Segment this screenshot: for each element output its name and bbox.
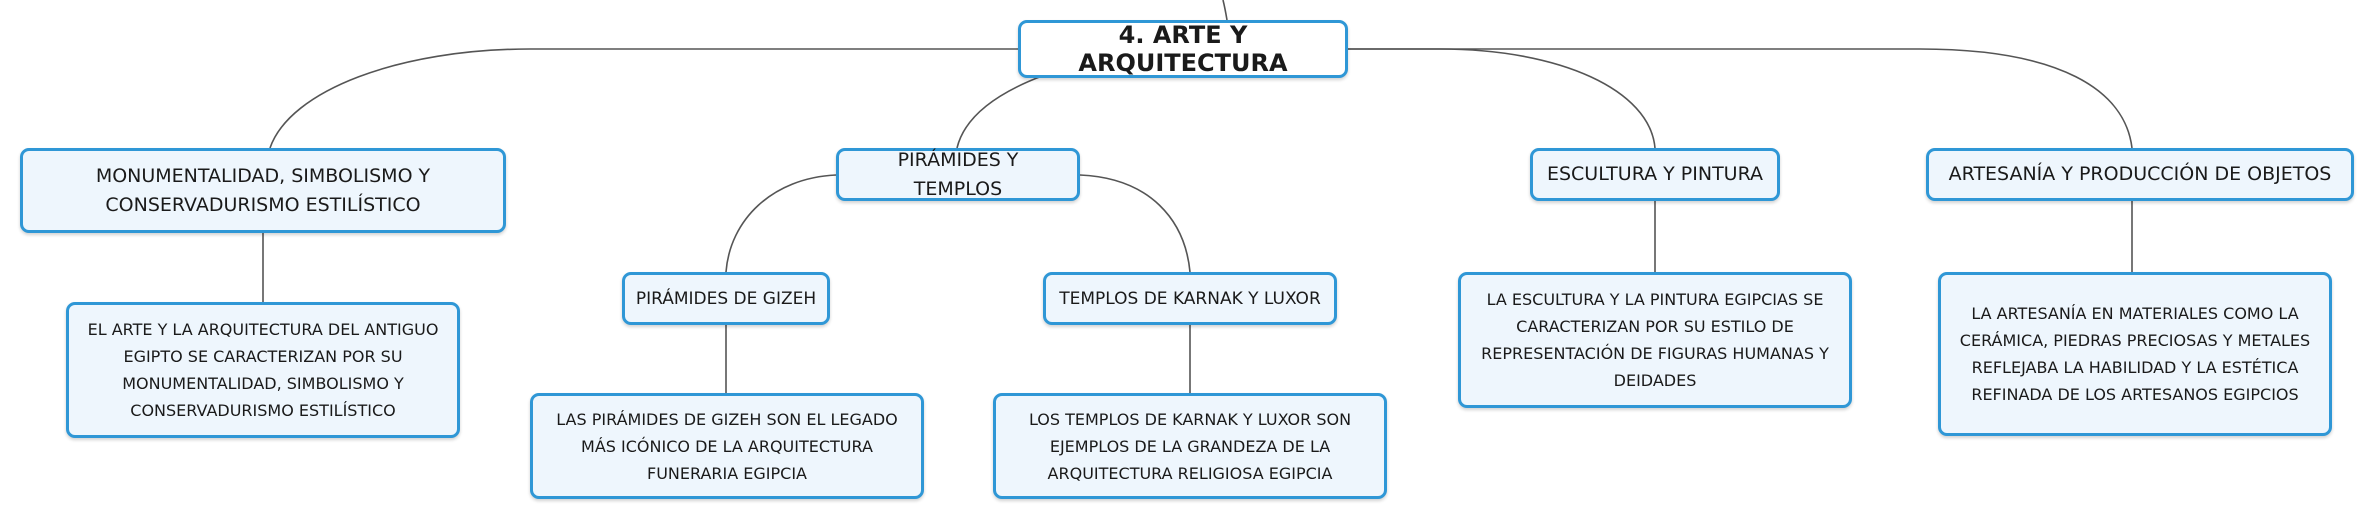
subtopic-piramides-gizeh-label: PIRÁMIDES DE GIZEH [635, 288, 817, 309]
connector-piramides-gizeh [725, 174, 837, 273]
subtopic-templos-karnak-label: TEMPLOS DE KARNAK Y LUXOR [1059, 288, 1321, 309]
connector-piramides-karnak [1079, 174, 1191, 273]
subtopic-templos-karnak[interactable]: TEMPLOS DE KARNAK Y LUXOR [1043, 272, 1337, 325]
detail-piramides-gizeh[interactable]: LAS PIRÁMIDES DE GIZEH SON EL LEGADO MÁS… [530, 393, 924, 499]
detail-escultura-pintura[interactable]: LA ESCULTURA Y LA PINTURA EGIPCIAS SE CA… [1458, 272, 1852, 408]
connector-root-monumentalidad [269, 48, 1023, 149]
detail-artesania-text: LA ARTESANÍA EN MATERIALES COMO LA CERÁM… [1959, 304, 2311, 404]
topic-escultura-pintura[interactable]: ESCULTURA Y PINTURA [1530, 148, 1780, 201]
detail-monumentalidad-text: EL ARTE Y LA ARQUITECTURA DEL ANTIGUO EG… [87, 320, 439, 420]
connector-root-top [1222, 0, 1228, 21]
connector-root-piramides [956, 75, 1043, 149]
detail-templos-karnak[interactable]: LOS TEMPLOS DE KARNAK Y LUXOR SON EJEMPL… [993, 393, 1387, 499]
topic-escultura-pintura-label: ESCULTURA Y PINTURA [1546, 163, 1764, 185]
connector-root-escultura [1343, 48, 1656, 149]
root-topic-label: 4. ARTE Y ARQUITECTURA [1078, 21, 1288, 77]
topic-monumentalidad[interactable]: MONUMENTALIDAD, SIMBOLISMO Y CONSERVADUR… [20, 148, 506, 233]
topic-artesania[interactable]: ARTESANÍA Y PRODUCCIÓN DE OBJETOS [1926, 148, 2354, 201]
detail-piramides-gizeh-text: LAS PIRÁMIDES DE GIZEH SON EL LEGADO MÁS… [556, 409, 898, 483]
detail-templos-karnak-text: LOS TEMPLOS DE KARNAK Y LUXOR SON EJEMPL… [1028, 409, 1352, 483]
detail-escultura-pintura-text: LA ESCULTURA Y LA PINTURA EGIPCIAS SE CA… [1481, 290, 1829, 390]
topic-piramides-templos[interactable]: PIRÁMIDES Y TEMPLOS [836, 148, 1080, 201]
subtopic-piramides-gizeh[interactable]: PIRÁMIDES DE GIZEH [622, 272, 830, 325]
detail-monumentalidad[interactable]: EL ARTE Y LA ARQUITECTURA DEL ANTIGUO EG… [66, 302, 460, 438]
topic-monumentalidad-label: MONUMENTALIDAD, SIMBOLISMO Y CONSERVADUR… [95, 164, 431, 216]
topic-artesania-label: ARTESANÍA Y PRODUCCIÓN DE OBJETOS [1948, 163, 2332, 185]
connector-root-artesania [1343, 48, 2133, 149]
topic-piramides-templos-label: PIRÁMIDES Y TEMPLOS [897, 148, 1019, 200]
detail-artesania[interactable]: LA ARTESANÍA EN MATERIALES COMO LA CERÁM… [1938, 272, 2332, 436]
root-topic[interactable]: 4. ARTE Y ARQUITECTURA [1018, 20, 1348, 78]
